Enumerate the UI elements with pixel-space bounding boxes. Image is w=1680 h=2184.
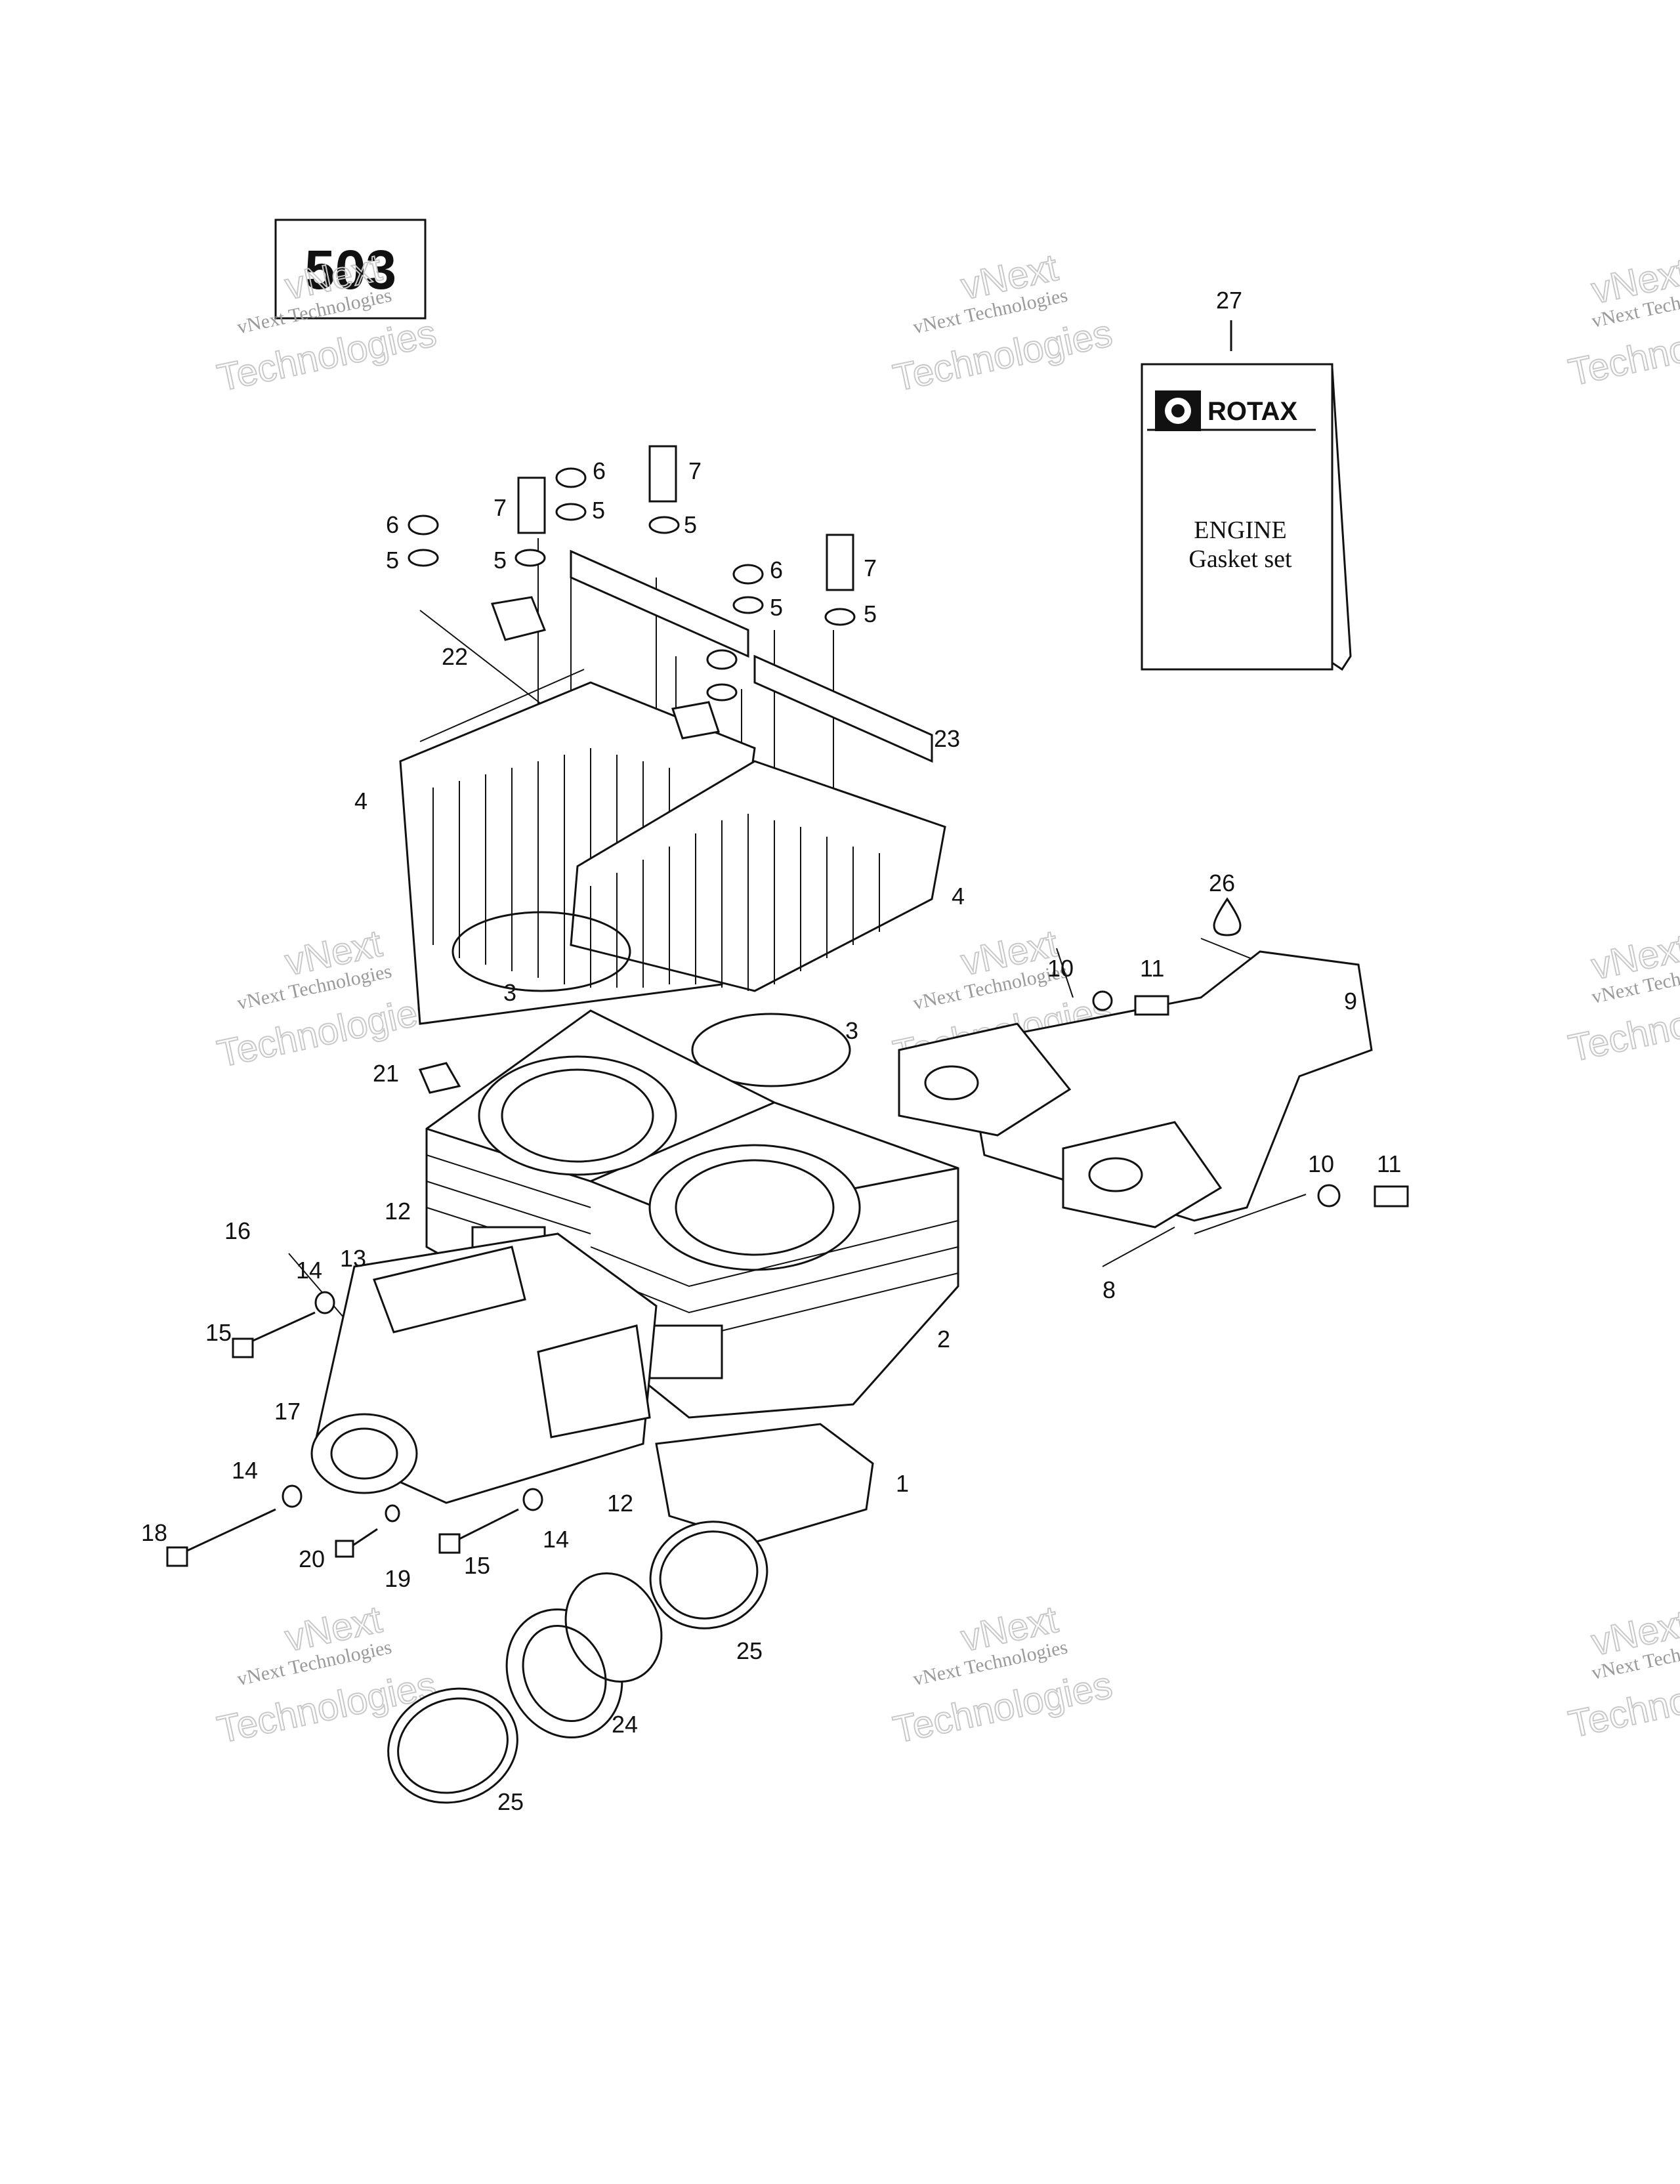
callout-23: 23 xyxy=(934,725,960,752)
callout-7: 7 xyxy=(688,457,702,484)
callout-5: 5 xyxy=(684,511,697,538)
callout-20: 20 xyxy=(299,1545,325,1572)
callout-13: 13 xyxy=(340,1245,366,1272)
callout-12: 12 xyxy=(607,1490,633,1517)
callout-5: 5 xyxy=(386,547,399,574)
head-gasket-ring xyxy=(452,911,631,992)
callout-14: 14 xyxy=(232,1457,258,1484)
booklet-title-engine: ENGINE xyxy=(1194,516,1286,544)
callout-5: 5 xyxy=(494,547,507,574)
callout-27: 27 xyxy=(1216,287,1242,314)
callout-17: 17 xyxy=(274,1398,301,1425)
sealant-drop-icon xyxy=(1213,897,1242,936)
callout-9: 9 xyxy=(1344,988,1357,1015)
watermark-3: vNext vNext Technologies Technologies xyxy=(213,921,441,1076)
hose-clamp xyxy=(649,1521,768,1629)
booklet-title-gasket: Gasket set xyxy=(1188,545,1292,573)
callout-21: 21 xyxy=(373,1060,399,1087)
bolts xyxy=(166,990,1409,1567)
callout-16: 16 xyxy=(224,1217,251,1244)
callout-15: 15 xyxy=(205,1319,232,1346)
watermark-8: vNext vNext Technologies Technologies xyxy=(1564,925,1680,1070)
callout-5: 5 xyxy=(592,497,605,524)
callout-4: 4 xyxy=(354,788,368,814)
callout-1: 1 xyxy=(896,1470,909,1497)
callout-2: 2 xyxy=(937,1326,950,1353)
callout-18: 18 xyxy=(141,1519,167,1546)
rotax-logo-icon xyxy=(1155,390,1201,431)
callout-11: 11 xyxy=(1140,955,1164,982)
deflector-21 xyxy=(418,1062,461,1094)
head-gasket-ring xyxy=(691,1013,851,1087)
callout-14: 14 xyxy=(543,1526,569,1553)
deflector-center xyxy=(671,701,720,740)
callout-14: 14 xyxy=(296,1257,322,1284)
watermark-6: vNext vNext Technologies Technologies xyxy=(889,1597,1117,1752)
cylinder-head-right xyxy=(570,760,946,992)
callout-25: 25 xyxy=(497,1788,524,1815)
watermark-2: vNext vNext Technologies Technologies xyxy=(889,245,1117,400)
callout-22: 22 xyxy=(442,643,468,670)
callout-10: 10 xyxy=(1308,1150,1334,1177)
callout-7: 7 xyxy=(864,555,877,581)
callout-7: 7 xyxy=(494,494,507,521)
callout-12: 12 xyxy=(385,1198,411,1225)
rotax-brand: ROTAX xyxy=(1208,397,1297,426)
callout-5: 5 xyxy=(864,600,877,627)
callout-4: 4 xyxy=(952,883,965,910)
callout-25: 25 xyxy=(736,1637,763,1664)
callout-10: 10 xyxy=(1047,955,1074,982)
callout-6: 6 xyxy=(770,556,783,583)
watermark-9: vNext vNext Technologies Technologies xyxy=(1564,1601,1680,1746)
engine-number-box: 503 xyxy=(274,219,427,320)
callout-15: 15 xyxy=(464,1552,490,1579)
callout-26: 26 xyxy=(1209,870,1235,896)
fasteners xyxy=(408,445,856,702)
exhaust-manifold xyxy=(898,950,1373,1228)
callouts: 1 2 3 3 4 4 5 5 5 5 5 5 6 6 6 7 7 7 8 9 … xyxy=(141,287,1401,1815)
watermark-7: vNext vNext Technologies Technologies xyxy=(1564,249,1680,394)
callout-11: 11 xyxy=(1377,1150,1401,1177)
hose-clamp xyxy=(387,1687,518,1804)
callout-3: 3 xyxy=(503,979,516,1006)
callout-8: 8 xyxy=(1102,1276,1116,1303)
callout-6: 6 xyxy=(386,511,399,538)
engine-number: 503 xyxy=(304,239,396,301)
rubber-sleeve xyxy=(505,1572,663,1738)
callout-5: 5 xyxy=(770,594,783,621)
callout-6: 6 xyxy=(593,457,606,484)
intake-manifold xyxy=(310,1232,658,1504)
deflector-22 xyxy=(490,596,547,641)
callout-3: 3 xyxy=(845,1017,858,1044)
fin-strip-23 xyxy=(570,549,933,763)
gasket-set-booklet: ROTAX ENGINE Gasket set xyxy=(1141,320,1352,671)
callout-19: 19 xyxy=(385,1565,411,1592)
callout-24: 24 xyxy=(612,1711,638,1738)
base-gasket xyxy=(655,1423,874,1544)
